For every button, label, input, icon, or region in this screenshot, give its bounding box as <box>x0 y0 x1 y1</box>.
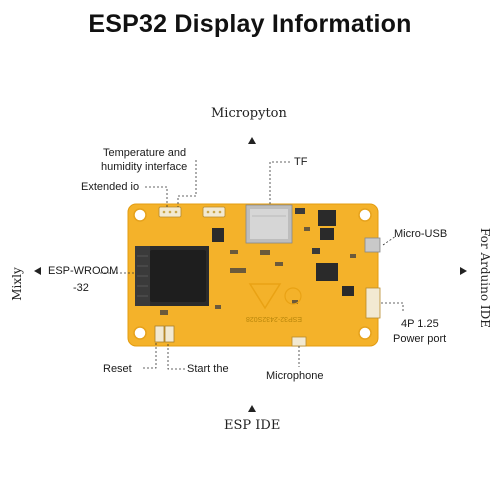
top-ide-label: Micropyton <box>211 106 287 121</box>
page-title: ESP32 Display Information <box>88 10 412 38</box>
tf-label: TF <box>294 156 308 168</box>
extended-io-label: Extended io <box>81 181 140 193</box>
esp-wroom-label-line1: ESP-WROOM <box>48 265 119 277</box>
micro-usb-label: Micro-USB <box>394 228 448 240</box>
bottom-ide-label: ESP IDE <box>224 418 281 433</box>
start-label: Start the <box>187 363 229 375</box>
temp-humidity-label-line1: Temperature and <box>103 147 187 159</box>
microphone-label: Microphone <box>266 370 324 382</box>
esp-wroom-label-line2: -32 <box>73 282 89 294</box>
reset-label: Reset <box>103 363 132 375</box>
esp32-board <box>127 203 381 347</box>
temp-humidity-label-line2: humidity interface <box>101 161 188 173</box>
left-arrow-icon <box>34 267 41 275</box>
board-silkscreen-label: ESP32-2432S028 <box>246 315 303 322</box>
right-arrow-icon <box>460 267 467 275</box>
top-arrow-icon <box>248 137 256 144</box>
power-port-label-line1: 4P 1.25 <box>401 318 439 330</box>
power-port-label-line2: Power port <box>393 333 447 345</box>
bottom-arrow-icon <box>248 405 256 412</box>
